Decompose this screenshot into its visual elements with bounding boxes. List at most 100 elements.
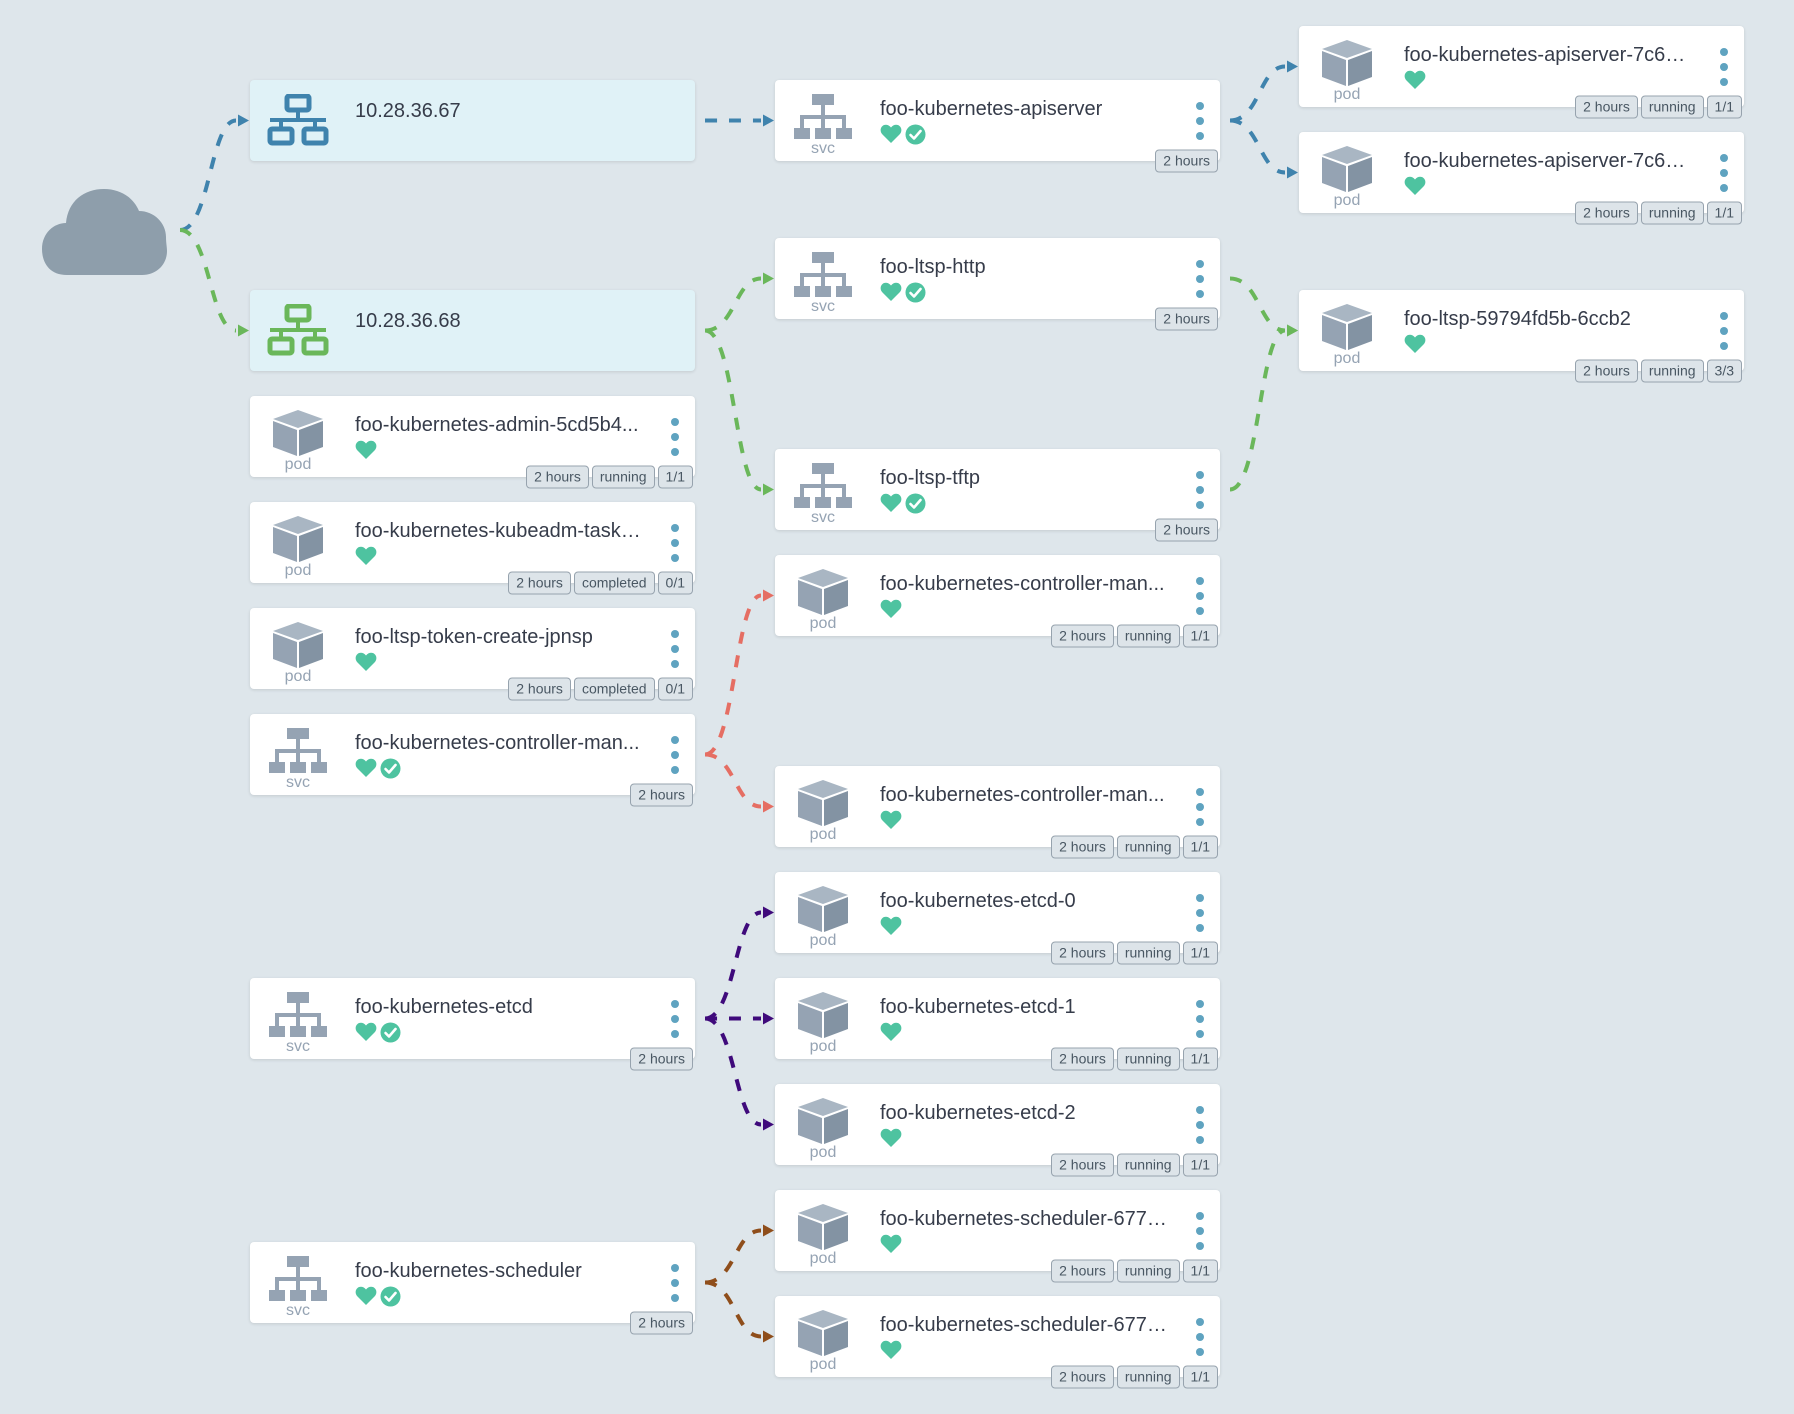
tag: 1/1	[1182, 1259, 1218, 1283]
node-menu-button[interactable]	[669, 630, 681, 668]
heart-icon	[880, 1340, 902, 1359]
node-name: foo-kubernetes-etcd	[355, 996, 533, 1018]
status-icons	[880, 1022, 902, 1044]
node-menu-button[interactable]	[1194, 1106, 1206, 1144]
node-menu-button[interactable]	[669, 418, 681, 456]
tag: 3/3	[1706, 359, 1742, 383]
node-menu-button[interactable]	[669, 524, 681, 562]
tag: 1/1	[1182, 835, 1218, 859]
status-icons	[880, 810, 902, 832]
edge-svc-ctrl-pod-ctrl2	[704, 752, 762, 809]
tag: 2 hours	[1051, 624, 1114, 648]
status-icons	[880, 916, 902, 938]
kind-label: pod	[284, 456, 312, 473]
tag: completed	[573, 677, 655, 701]
status-icons	[355, 1022, 401, 1044]
tag: running	[591, 465, 655, 489]
node-menu-button[interactable]	[1718, 48, 1730, 86]
node-menu-button[interactable]	[1194, 471, 1206, 509]
node-name: foo-kubernetes-apiserver-7c6cf...	[1404, 44, 1694, 66]
node-lb1[interactable]: 10.28.36.67	[250, 80, 695, 161]
node-menu-button[interactable]	[1194, 1000, 1206, 1038]
tag: 2 hours	[1575, 359, 1638, 383]
pod-cube-icon: pod	[1311, 38, 1383, 104]
heart-icon	[880, 916, 902, 935]
heart-icon	[880, 493, 902, 512]
pod-cube-icon: pod	[1311, 302, 1383, 368]
node-menu-button[interactable]	[669, 1264, 681, 1302]
kind-label: pod	[1333, 86, 1361, 103]
node-name: 10.28.36.67	[355, 100, 461, 122]
tag: 2 hours	[1051, 835, 1114, 859]
kind-label: pod	[809, 932, 837, 949]
node-menu-button[interactable]	[1194, 260, 1206, 298]
tag: 1/1	[1182, 1365, 1218, 1389]
network-icon	[262, 94, 334, 160]
node-menu-button[interactable]	[669, 1000, 681, 1038]
tag: 1/1	[657, 465, 693, 489]
node-menu-button[interactable]	[1194, 1318, 1206, 1356]
node-menu-button[interactable]	[669, 736, 681, 774]
heart-icon	[880, 1128, 902, 1147]
tag: 2 hours	[1051, 941, 1114, 965]
heart-icon	[1404, 176, 1426, 195]
edge-arrowhead	[763, 114, 774, 127]
tag: 2 hours	[1575, 201, 1638, 225]
service-hierarchy-icon: svc	[262, 990, 334, 1056]
heart-icon	[880, 1022, 902, 1041]
service-hierarchy-icon: svc	[787, 250, 859, 316]
edge-arrowhead	[1287, 166, 1298, 179]
node-menu-button[interactable]	[1718, 312, 1730, 350]
node-name: foo-kubernetes-scheduler	[355, 1260, 582, 1282]
edge-lb2-svc-http	[704, 276, 762, 333]
node-menu-button[interactable]	[1194, 894, 1206, 932]
node-menu-button[interactable]	[1194, 788, 1206, 826]
node-menu-button[interactable]	[1194, 1212, 1206, 1250]
node-menu-button[interactable]	[1194, 577, 1206, 615]
node-lb2[interactable]: 10.28.36.68	[250, 290, 695, 371]
tag: 1/1	[1706, 95, 1742, 119]
edge-arrowhead	[763, 906, 774, 919]
tag: 0/1	[657, 571, 693, 595]
kind-label: pod	[284, 562, 312, 579]
heart-icon	[355, 758, 377, 777]
edge-arrowhead	[763, 483, 774, 496]
node-menu-button[interactable]	[1194, 102, 1206, 140]
node-name: foo-kubernetes-etcd-0	[880, 890, 1076, 912]
node-name: foo-kubernetes-kubeadm-tasks...	[355, 520, 645, 542]
node-name: foo-kubernetes-admin-5cd5b4...	[355, 414, 639, 436]
pod-cube-icon: pod	[262, 620, 334, 686]
node-name: foo-ltsp-token-create-jpnsp	[355, 626, 593, 648]
status-icons	[880, 1128, 902, 1150]
edge-svc-etcd-pod-etcd2	[704, 1016, 762, 1127]
tag: running	[1116, 1365, 1180, 1389]
check-circle-icon	[905, 124, 926, 145]
node-menu-button[interactable]	[1718, 154, 1730, 192]
node-pod-kubeadm[interactable]: pod foo-kubernetes-kubeadm-tasks... 2 hour…	[250, 502, 695, 595]
service-hierarchy-icon: svc	[262, 1254, 334, 1320]
kind-label: svc	[811, 298, 835, 315]
